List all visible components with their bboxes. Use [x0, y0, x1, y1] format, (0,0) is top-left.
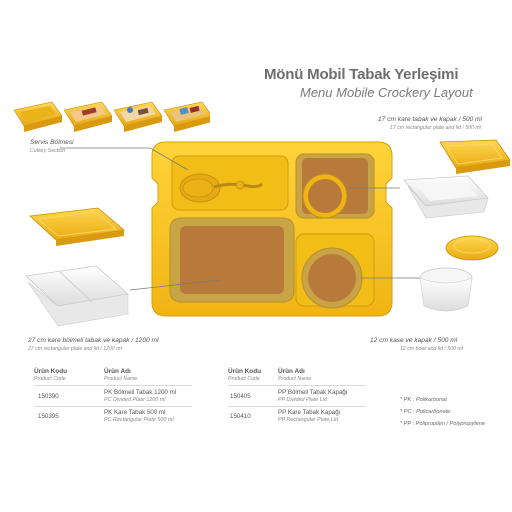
bowl12-label-en: 12 cm bowl and lid / 500 ml: [400, 346, 463, 352]
row-rule: [34, 406, 192, 407]
material-note: * PP : Polipropilen / Polypropylene: [400, 421, 485, 427]
cutlery-thumb-1: [13, 101, 63, 132]
table-row-code: 150390: [38, 393, 59, 400]
table-row-name: PK Bölmeli Tabak 1200 ml: [104, 389, 177, 396]
plate17-dish: [403, 175, 489, 219]
table-row-code: 150410: [230, 413, 251, 420]
cutlery-thumb-4: [163, 101, 210, 132]
page-subtitle: Menu Mobile Crockery Layout: [300, 85, 473, 100]
bowl12-label: 12 cm kase ve kapak / 500 ml: [370, 337, 458, 344]
plate17-label: 17 cm kare tabak ve kapak / 500 ml: [378, 116, 483, 123]
cutlery-thumb-3: [113, 101, 163, 132]
plate27-dish: [25, 265, 129, 327]
row-rule: [228, 406, 366, 407]
tray-illustration: [25, 139, 511, 327]
right-code-header: Ürün Kodu: [228, 368, 262, 375]
table-row-name-en: PC Rectangular Plate 500 ml: [104, 417, 174, 423]
table-row-name: PP Kare Tabak Kapağı: [278, 409, 341, 416]
table-row-name-en: PP Divided Plate Lid: [278, 397, 327, 403]
table-row-name: PP Bölmeli Tabak Kapağı: [278, 389, 348, 396]
material-note: * PC : Policarbonate: [400, 409, 451, 415]
page-title: Mönü Mobil Tabak Yerleşimi: [264, 66, 459, 83]
table-row-code: 150405: [230, 393, 251, 400]
left-code-header: Ürün Kodu: [34, 368, 68, 375]
bowl-lid: [445, 235, 499, 261]
cutlery-label: Servis Bölmesi: [30, 139, 74, 146]
table-row-name-en: PP Rectangular Plate Lid: [278, 417, 339, 423]
tray: [151, 141, 393, 317]
cutlery-thumbnails: [13, 101, 210, 132]
plate27-label: 27 cm kare bölmeli tabak ve kapak / 1200…: [28, 337, 159, 344]
plate27-lid: [29, 207, 125, 246]
right-name-header-en: Product Name: [278, 376, 312, 382]
plate17-lid: [439, 139, 511, 174]
left-header-rule: [34, 385, 192, 386]
spoon-icon: [179, 173, 264, 203]
material-note: * PK : Polikarbonat: [400, 397, 447, 403]
right-name-header: Ürün Adı: [278, 368, 305, 375]
right-code-header-en: Product Code: [228, 376, 260, 382]
plate27-label-en: 27 cm rectangular plate and lid / 1200 m…: [28, 346, 122, 352]
table-row-name: PK Kare Tabak 500 ml: [104, 409, 166, 416]
left-name-header-en: Product Name: [104, 376, 138, 382]
cutlery-label-en: Cutlery Section: [30, 148, 66, 154]
left-name-header: Ürün Adı: [104, 368, 131, 375]
plate17-label-en: 17 cm rectangular plate and lid / 500 ml: [390, 125, 481, 131]
left-code-header-en: Product Code: [34, 376, 66, 382]
bowl-dish: [419, 267, 473, 312]
table-row-name-en: PC Divided Plate 1200 ml: [104, 397, 166, 403]
table-row-code: 150395: [38, 413, 59, 420]
cutlery-thumb-2: [63, 101, 113, 132]
right-header-rule: [228, 385, 366, 386]
